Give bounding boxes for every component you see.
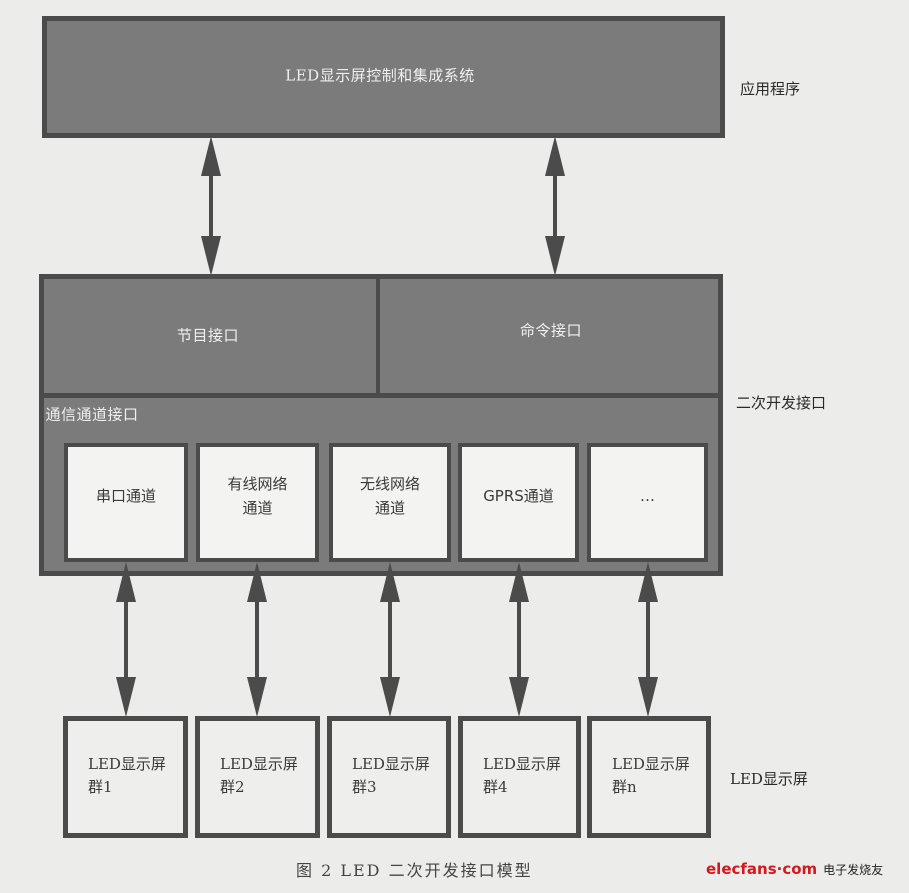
bidirectional-arrow-icon (116, 562, 136, 717)
secondary-dev-interface-label: 二次开发接口 (736, 394, 827, 412)
channel-wired-network: 有线网络 通道 (196, 443, 319, 562)
led-group-n: LED显示屏 群n (587, 716, 711, 838)
channel-label: 串口通道 (95, 486, 156, 505)
divider (39, 393, 723, 398)
bidirectional-arrow-icon (380, 562, 400, 717)
figure-caption: 图 2 LED 二次开发接口模型 (296, 861, 533, 880)
led-group-label: LED显示屏 群3 (352, 755, 430, 796)
channel-serial: 串口通道 (64, 443, 188, 562)
bidirectional-arrow-icon (247, 562, 267, 717)
divider (376, 274, 380, 396)
control-integration-system-label: LED显示屏控制和集成系统 (285, 66, 475, 85)
application-layer-label: 应用程序 (740, 80, 801, 98)
bidirectional-arrow-icon (638, 562, 658, 717)
led-group-label: LED显示屏 群2 (220, 755, 298, 796)
channel-gprs: GPRS通道 (458, 443, 579, 562)
bidirectional-arrow-icon (201, 136, 221, 276)
bidirectional-arrow-icon (545, 136, 565, 276)
led-group-1: LED显示屏 群1 (63, 716, 188, 838)
watermark: elecfans·com 电子发烧友 (706, 860, 883, 878)
led-group-4: LED显示屏 群4 (458, 716, 581, 838)
led-group-label: LED显示屏 群n (612, 755, 690, 796)
led-group-label: LED显示屏 群4 (483, 755, 561, 796)
channel-label: 无线网络 通道 (359, 474, 420, 517)
comm-channel-interface-label: 通信通道接口 (45, 405, 139, 424)
channel-label: GPRS通道 (483, 486, 554, 505)
led-display-layer-label: LED显示屏 (730, 770, 808, 788)
led-group-3: LED显示屏 群3 (327, 716, 451, 838)
bidirectional-arrow-icon (509, 562, 529, 717)
channel-wireless-network: 无线网络 通道 (329, 443, 451, 562)
channel-label: 有线网络 通道 (227, 474, 288, 517)
watermark-cn: 电子发烧友 (823, 863, 884, 877)
channel-more: … (587, 443, 708, 562)
channel-label: … (640, 486, 655, 505)
led-group-label: LED显示屏 群1 (88, 755, 166, 796)
command-interface-label: 命令接口 (519, 321, 583, 340)
led-group-2: LED显示屏 群2 (195, 716, 320, 838)
watermark-brand: elecfans·com (706, 860, 818, 878)
program-interface-label: 节目接口 (176, 326, 240, 345)
control-integration-system-box (42, 16, 725, 138)
